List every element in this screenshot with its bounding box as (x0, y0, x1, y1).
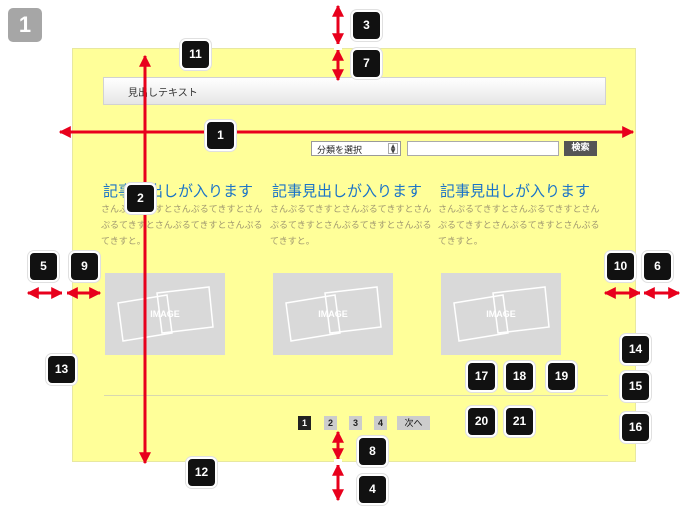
content-divider (104, 395, 608, 396)
article-body-line: てきすと。 (270, 237, 315, 247)
marker: 21 (504, 406, 535, 437)
search-input[interactable] (407, 141, 559, 156)
page-link[interactable]: 2 (324, 416, 337, 430)
marker: 9 (69, 251, 100, 282)
next-page-button[interactable]: 次へ (397, 416, 430, 430)
marker: 20 (466, 406, 497, 437)
marker: 7 (351, 48, 382, 79)
marker: 13 (46, 354, 77, 385)
marker: 1 (205, 120, 236, 151)
marker: 2 (125, 183, 156, 214)
article-image: IMAGE (273, 273, 393, 355)
marker: 8 (357, 436, 388, 467)
page-link[interactable]: 3 (349, 416, 362, 430)
marker: 4 (357, 474, 388, 505)
search-button[interactable]: 検索 (564, 141, 597, 156)
marker: 11 (180, 39, 211, 70)
marker: 14 (620, 334, 651, 365)
article-body-line: てきすと。 (101, 237, 146, 247)
marker: 19 (546, 361, 577, 392)
category-select[interactable]: 分類を選択 ▲▼ (311, 141, 401, 156)
header-bar: 見出しテキスト (103, 77, 606, 105)
article-body-line: ぷるてきすとさんぷるてきすとさんぷる (270, 221, 432, 231)
marker: 5 (28, 251, 59, 282)
article-body-line: さんぷるてきすとさんぷるてきすとさん (101, 205, 263, 215)
page-link-current[interactable]: 1 (298, 416, 311, 430)
marker: 6 (642, 251, 673, 282)
image-placeholder-label: IMAGE (318, 309, 348, 319)
article-body-line: さんぷるてきすとさんぷるてきすとさん (438, 205, 600, 215)
article-body: さんぷるてきすとさんぷるてきすとさん ぷるてきすとさんぷるてきすとさんぷる てき… (438, 202, 601, 250)
image-placeholder-label: IMAGE (486, 309, 516, 319)
category-select-label: 分類を選択 (317, 146, 363, 156)
article-body: さんぷるてきすとさんぷるてきすとさん ぷるてきすとさんぷるてきすとさんぷる てき… (270, 202, 433, 250)
article-body-line: ぷるてきすとさんぷるてきすとさんぷる (438, 221, 600, 231)
header-text: 見出しテキスト (128, 88, 198, 99)
article-body-line: ぷるてきすとさんぷるてきすとさんぷる (101, 221, 263, 231)
article-title[interactable]: 記事見出しが入ります (272, 182, 423, 200)
marker: 12 (186, 457, 217, 488)
article-image: IMAGE (105, 273, 225, 355)
step-number-badge: 1 (8, 8, 42, 42)
marker: 16 (620, 412, 651, 443)
article-body-line: てきすと。 (438, 237, 483, 247)
article-body-line: さんぷるてきすとさんぷるてきすとさん (270, 205, 432, 215)
layout-panel (72, 48, 636, 462)
marker: 17 (466, 361, 497, 392)
marker: 3 (351, 10, 382, 41)
article-body: さんぷるてきすとさんぷるてきすとさん ぷるてきすとさんぷるてきすとさんぷる てき… (101, 202, 264, 250)
image-placeholder-label: IMAGE (150, 309, 180, 319)
spinner-icon: ▲▼ (388, 143, 398, 155)
marker: 10 (605, 251, 636, 282)
article-image: IMAGE (441, 273, 561, 355)
marker: 18 (504, 361, 535, 392)
page-link[interactable]: 4 (374, 416, 387, 430)
article-title[interactable]: 記事見出しが入ります (440, 182, 591, 200)
marker: 15 (620, 371, 651, 402)
